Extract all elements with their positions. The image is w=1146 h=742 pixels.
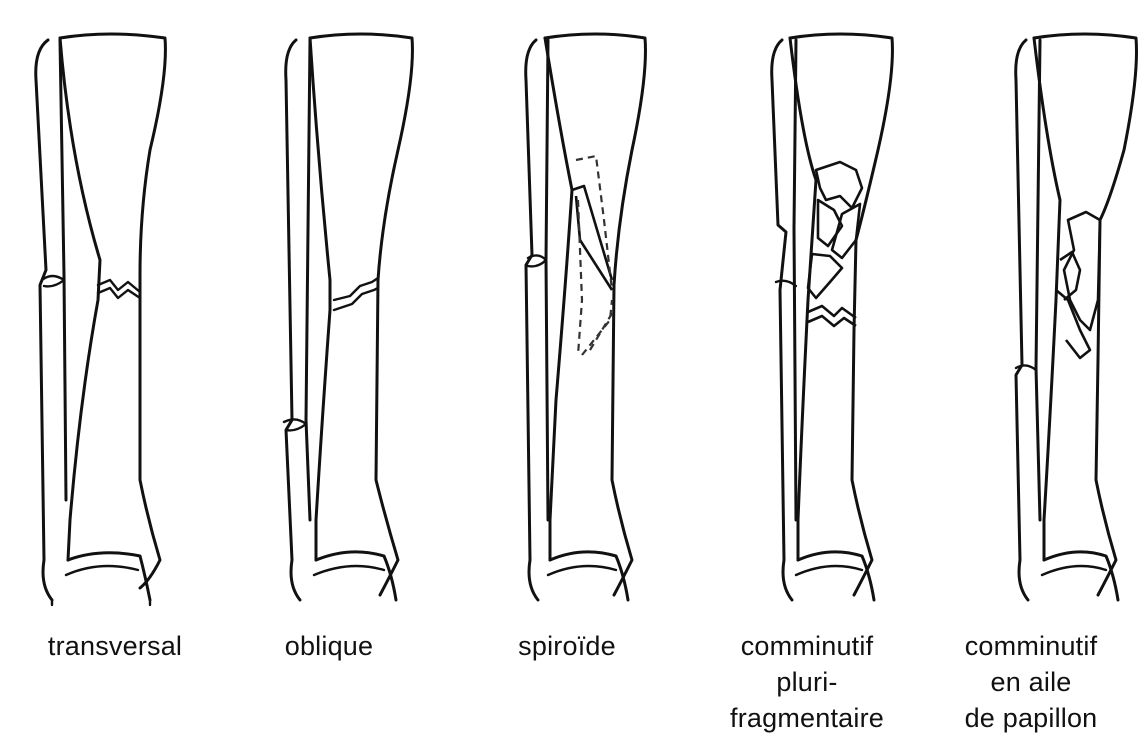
fibula-fracture-line	[42, 276, 64, 286]
butterfly-fragment	[1064, 212, 1100, 330]
label-line: transversal	[0, 628, 230, 664]
tibia-outline-left	[310, 38, 330, 560]
tibia-outline-right	[790, 34, 892, 595]
fibula-outline	[526, 40, 538, 600]
fibula-outline	[36, 40, 52, 600]
fibula-fracture-line	[528, 255, 546, 266]
label-line: spiroïde	[452, 628, 682, 664]
label-line: oblique	[214, 628, 444, 664]
label-line: fragmentaire	[692, 700, 922, 736]
label-oblique: oblique	[214, 628, 444, 664]
label-transversal: transversal	[0, 628, 230, 664]
fibula-inner	[1036, 40, 1040, 520]
tibia-fracture-line	[334, 278, 378, 300]
fibula-inner	[306, 40, 310, 520]
label-line: de papillon	[916, 700, 1146, 736]
bone-transversal	[36, 34, 166, 605]
bone-illustrations	[0, 0, 1146, 640]
fibula-outline	[1016, 40, 1028, 600]
tibia-outline-right	[60, 34, 165, 588]
bone-fragment	[808, 254, 842, 298]
label-line: en aile	[916, 664, 1146, 700]
label-line: pluri-	[692, 664, 922, 700]
bone-oblique	[284, 34, 412, 600]
distal-joint	[68, 553, 150, 600]
label-spiroide: spiroïde	[452, 628, 682, 664]
label-line: comminutif	[916, 628, 1146, 664]
distal-joint	[316, 552, 396, 600]
tibia-outline-right	[310, 34, 412, 595]
bone-fragment	[816, 162, 862, 208]
label-comminutif-papillon: comminutif en aile de papillon	[916, 628, 1146, 736]
tibia-outline-right	[1034, 34, 1137, 595]
fibula-inner	[60, 40, 66, 500]
fibula-outline	[286, 40, 300, 600]
fibula-inner	[546, 40, 548, 520]
fibula-outline	[772, 40, 792, 600]
fibula-inner	[794, 40, 796, 520]
label-comminutif-pluri: comminutif pluri- fragmentaire	[692, 628, 922, 736]
comminuted-fracture-line	[808, 306, 856, 318]
bone-comminutif-pluri	[772, 34, 893, 600]
bone-comminutif-papillon	[1016, 34, 1137, 600]
bone-spiroide	[526, 34, 646, 600]
label-line: comminutif	[692, 628, 922, 664]
